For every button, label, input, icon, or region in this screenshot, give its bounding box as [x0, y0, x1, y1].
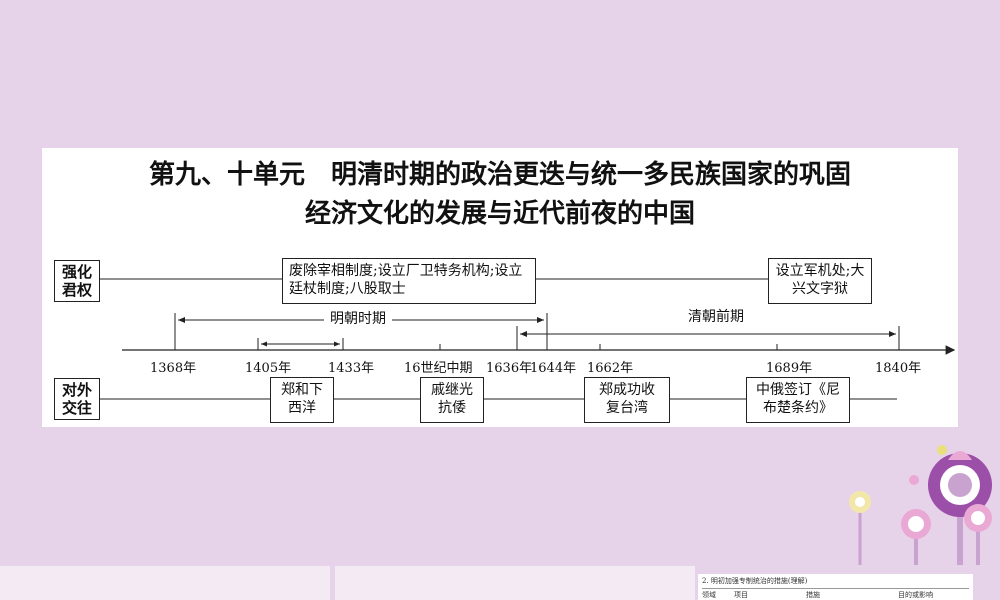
flower-middle-icon [901, 509, 931, 565]
tick-label-16c: 16世纪中期 [404, 361, 473, 376]
event-text-nerchinsk: 中俄签订《尼布楚条约》 [756, 382, 840, 416]
tick-label-1636: 1636年 [486, 361, 533, 376]
row-label-top: 强化君权 [54, 260, 100, 302]
thumbnail-tile-1 [0, 566, 330, 600]
row-label-bottom-text: 对外交往 [61, 381, 92, 417]
thumbnail-caption: 2. 明初加强专制统治的措施(理解) [702, 577, 808, 585]
event-box-qijiguang: 戚继光抗倭 [420, 377, 484, 423]
event-text-qing-policies: 设立军机处;大兴文字狱 [775, 263, 865, 297]
thumbnail-header-cell: 项目 [734, 591, 748, 599]
thumbnail-header-cell: 措施 [806, 591, 820, 599]
tick-label-1662: 1662年 [587, 361, 634, 376]
thumbnail-tile-2 [335, 566, 695, 600]
tick-label-1433: 1433年 [328, 361, 375, 376]
thumbnail-header-cell: 目的或影响 [898, 591, 933, 599]
period-qing: 清朝前期 [682, 306, 750, 326]
flower-decoration [849, 445, 992, 565]
tick-label-1405: 1405年 [245, 361, 292, 376]
flower-right-icon [964, 504, 992, 565]
event-box-qing-policies: 设立军机处;大兴文字狱 [768, 258, 872, 304]
flower-large-icon [928, 451, 992, 565]
thumbnail-header-cell: 领域 [702, 591, 716, 599]
flower-left-icon [849, 445, 947, 565]
row-label-bottom: 对外交往 [54, 378, 100, 420]
tick-label-1689: 1689年 [766, 361, 813, 376]
tick-label-1644: 1644年 [530, 361, 577, 376]
event-box-nerchinsk: 中俄签订《尼布楚条约》 [746, 377, 850, 423]
event-text-zhengchenggong: 郑成功收复台湾 [599, 382, 655, 416]
thumbnail-table-header: 领域 项目 措施 目的或影响 [702, 588, 969, 600]
event-text-zhenghe: 郑和下西洋 [281, 382, 323, 416]
thumbnail-table-preview: 2. 明初加强专制统治的措施(理解) 领域 项目 措施 目的或影响 [698, 574, 973, 600]
event-box-ming-policies: 废除宰相制度;设立厂卫特务机构;设立廷杖制度;八股取士 [282, 258, 536, 304]
title-line-2: 经济文化的发展与近代前夜的中国 [304, 199, 695, 229]
period-ming: 明朝时期 [324, 308, 392, 328]
event-text-qijiguang: 戚继光抗倭 [431, 382, 473, 416]
tick-label-1368: 1368年 [150, 361, 197, 376]
title-line-1: 第九、十单元 明清时期的政治更迭与统一多民族国家的巩固 [148, 160, 851, 190]
row-label-top-text: 强化君权 [61, 263, 92, 299]
event-box-zhenghe: 郑和下西洋 [270, 377, 334, 423]
event-text-ming-policies: 废除宰相制度;设立厂卫特务机构;设立廷杖制度;八股取士 [289, 263, 523, 297]
event-box-zhengchenggong: 郑成功收复台湾 [584, 377, 670, 423]
timeline-card: 第九、十单元 明清时期的政治更迭与统一多民族国家的巩固 经济文化的发展与近代前夜… [42, 148, 958, 427]
tick-label-1840: 1840年 [875, 361, 922, 376]
